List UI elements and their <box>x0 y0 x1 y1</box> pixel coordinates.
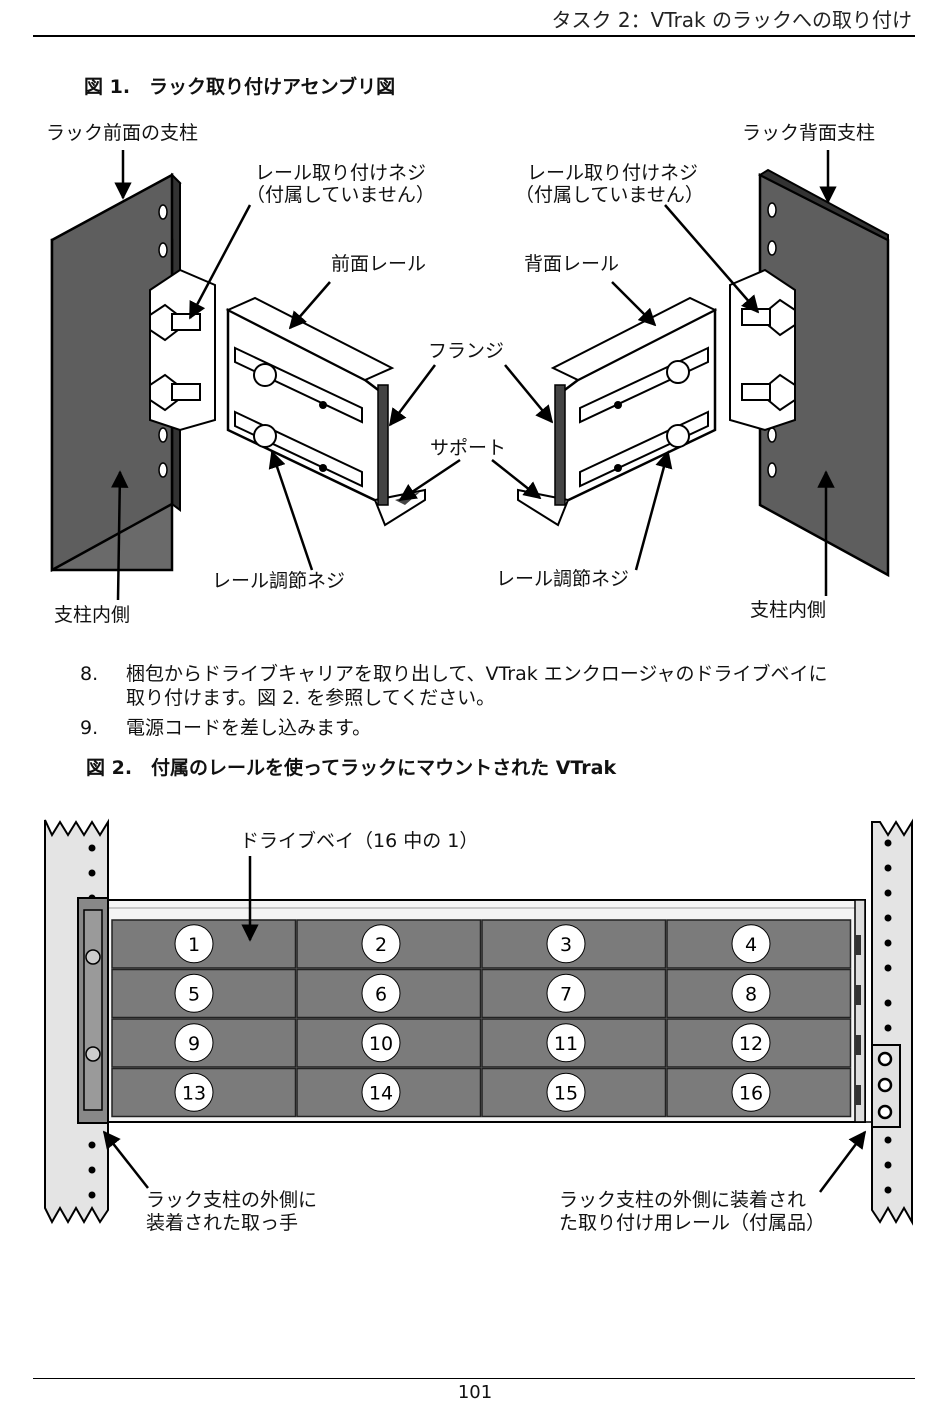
label-handle-2: 装着された取っ手 <box>146 1212 299 1234</box>
drive-bay: 11 <box>481 1018 667 1068</box>
label-rail-2: た取り付け用レール（付属品） <box>559 1212 826 1234</box>
drive-bay-number-badge <box>546 924 586 964</box>
drive-bay-number-badge <box>361 924 401 964</box>
drive-bay-number-badge <box>174 924 214 964</box>
figure1-diagram <box>50 150 890 601</box>
label-support: サポート <box>430 437 507 459</box>
drive-bay-number: 1 <box>188 934 200 956</box>
label-screw-right-2: （付属していません） <box>515 184 704 206</box>
step-8: 8. 梱包からドライブキャリアを取り出して、VTrak エンクロージャのドライブ… <box>80 663 920 686</box>
drive-bay-number-badge <box>174 1023 214 1063</box>
drive-bay: 15 <box>481 1067 667 1118</box>
drive-bay: 1 <box>111 919 297 969</box>
label-rail-1: ラック支柱の外側に装着され <box>559 1189 807 1211</box>
label-adjust-left: レール調節ネジ <box>212 570 346 592</box>
label-screw-right-1: レール取り付けネジ <box>527 162 699 184</box>
drive-bay-number: 3 <box>560 934 572 956</box>
label-handle-1: ラック支柱の外側に <box>146 1189 318 1211</box>
label-screw-left-2: （付属していません） <box>246 184 435 206</box>
step-text: 電源コードを差し込みます。 <box>126 717 372 739</box>
drive-bay-number: 13 <box>182 1082 206 1104</box>
drive-bay-number: 10 <box>369 1033 393 1055</box>
drive-bay: 2 <box>296 919 482 969</box>
right-rack-post <box>871 818 913 1226</box>
drive-bay-number: 6 <box>375 983 387 1005</box>
drive-bay: 6 <box>296 968 482 1019</box>
label-inner-left: 支柱内側 <box>54 604 131 626</box>
drive-bay: 4 <box>666 919 852 969</box>
drive-bay-number-badge <box>731 1072 771 1112</box>
step-text: 梱包からドライブキャリアを取り出して、VTrak エンクロージャのドライブベイに <box>126 663 828 685</box>
drive-bay-number: 11 <box>554 1033 578 1055</box>
step-text: 取り付けます。図 2. を参照してください。 <box>126 687 496 709</box>
drive-bay-number-badge <box>361 973 401 1013</box>
drive-bay: 10 <box>296 1018 482 1068</box>
drive-bay-number-badge <box>174 973 214 1013</box>
step-9: 9. 電源コードを差し込みます。 <box>80 717 920 740</box>
label-screw-left-1: レール取り付けネジ <box>255 162 427 184</box>
front-post <box>50 172 182 573</box>
drive-bay-number: 7 <box>560 983 572 1005</box>
drive-bay-number: 5 <box>188 983 200 1005</box>
front-rail <box>149 268 426 527</box>
page-number: 101 <box>457 1382 493 1403</box>
label-front-rail: 前面レール <box>331 253 427 275</box>
drive-bay-number: 2 <box>375 934 387 956</box>
drive-bay: 16 <box>666 1067 852 1118</box>
drive-bay-number-badge <box>546 1072 586 1112</box>
step-number: 8. <box>80 663 99 685</box>
drive-bay-number: 16 <box>739 1082 763 1104</box>
drive-bay-number: 8 <box>745 983 757 1005</box>
label-inner-right: 支柱内側 <box>750 599 827 621</box>
figure2-leaders <box>102 856 867 1193</box>
label-adjust-right: レール調節ネジ <box>496 568 630 590</box>
drive-bay: 14 <box>296 1067 482 1118</box>
drive-bay-number: 15 <box>554 1082 578 1104</box>
drive-bay-number-badge <box>546 973 586 1013</box>
label-rear-rail: 背面レール <box>524 253 620 275</box>
label-flange: フランジ <box>428 340 505 362</box>
label-front-post: ラック前面の支柱 <box>46 122 199 144</box>
drive-bay-number: 12 <box>739 1033 763 1055</box>
drive-bay-number-badge <box>731 924 771 964</box>
drive-bay-number: 14 <box>369 1082 393 1104</box>
drive-bay: 7 <box>481 968 667 1019</box>
step-8-cont: 取り付けます。図 2. を参照してください。 <box>80 687 920 710</box>
page-header-title: タスク 2：VTrak のラックへの取り付け <box>551 8 912 32</box>
drive-bay: 9 <box>111 1018 297 1068</box>
mounting-handle <box>77 897 109 1124</box>
label-drive-bay: ドライブベイ（16 中の 1） <box>240 830 479 852</box>
drive-bay-number-badge <box>731 1023 771 1063</box>
drive-bay: 5 <box>111 968 297 1019</box>
drive-bay: 3 <box>481 919 667 969</box>
drive-bay: 12 <box>666 1018 852 1068</box>
label-rear-post: ラック背面支柱 <box>742 122 876 144</box>
drive-bay: 8 <box>666 968 852 1019</box>
drive-bay-number-badge <box>361 1023 401 1063</box>
drive-bay-number-badge <box>731 973 771 1013</box>
step-number: 9. <box>80 717 99 739</box>
figure1-caption: 図 1. ラック取り付けアセンブリ図 <box>84 76 396 98</box>
mounting-rail <box>815 1044 901 1128</box>
figure1-leaders <box>111 150 837 601</box>
footer-rule <box>33 1378 915 1379</box>
header-rule <box>33 35 915 37</box>
figure2-caption: 図 2. 付属のレールを使ってラックにマウントされた VTrak <box>86 757 617 779</box>
drive-bay-number: 9 <box>188 1033 200 1055</box>
drive-bay-number-badge <box>361 1072 401 1112</box>
drive-bay-number-badge <box>546 1023 586 1063</box>
drive-bay: 13 <box>111 1067 297 1118</box>
drive-bay-number-badge <box>174 1072 214 1112</box>
drive-bay-number: 4 <box>745 934 757 956</box>
